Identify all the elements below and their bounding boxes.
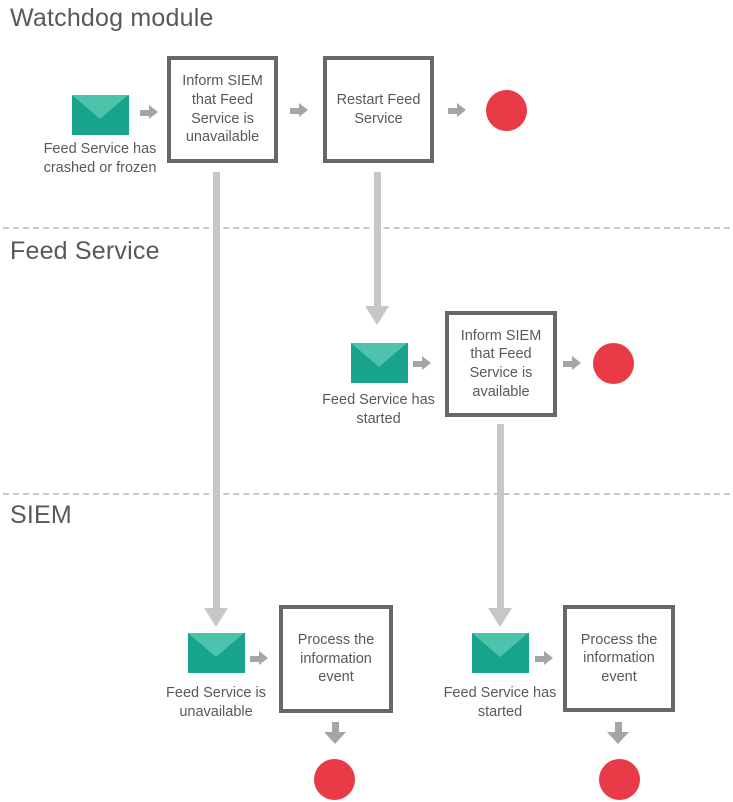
arrow-right-icon <box>413 356 431 371</box>
end-event-circle-watchdog <box>486 90 527 131</box>
task-box-process-event-2: Process the information event <box>563 605 675 712</box>
arrow-down-icon-unavailable-to-siem <box>204 172 229 627</box>
event-label-crashed: Feed Service has crashed or frozen <box>43 141 157 176</box>
end-event-circle-siem-1 <box>314 759 355 800</box>
envelope-flap <box>472 633 528 657</box>
arrow-head <box>259 651 268 665</box>
envelope-icon-started-event-siem <box>472 633 529 673</box>
arrow-shaft <box>332 722 339 732</box>
envelope-icon-crashed-event <box>72 95 129 135</box>
arrow-right-icon <box>563 356 581 371</box>
arrow-shaft <box>535 655 544 662</box>
arrow-head <box>572 356 581 370</box>
arrow-right-icon <box>535 651 553 666</box>
arrow-head <box>457 103 466 117</box>
arrow-shaft <box>374 172 381 306</box>
arrow-down-icon-available-to-siem <box>488 424 513 627</box>
arrow-head <box>365 306 389 325</box>
task-box-process-event-1: Process the information event <box>279 605 393 713</box>
arrow-head <box>544 651 553 665</box>
envelope-flap <box>351 343 407 367</box>
arrow-head <box>422 356 431 370</box>
arrow-down-icon-restart-to-feed-service <box>365 172 390 325</box>
event-label-started-siem: Feed Service has started <box>443 685 557 720</box>
arrow-right-icon <box>290 103 308 118</box>
arrow-down-icon-process2-to-end <box>607 722 630 744</box>
arrow-down-icon-process1-to-end <box>324 722 347 744</box>
envelope-icon-unavailable-event-siem <box>188 633 245 673</box>
arrow-head <box>299 103 308 117</box>
arrow-head <box>149 105 158 119</box>
task-box-inform-siem-unavailable: Inform SIEM that Feed Service is unavail… <box>167 56 278 163</box>
task-label: Restart Feed Service <box>336 91 421 127</box>
arrow-shaft <box>290 107 299 114</box>
arrow-right-icon <box>140 105 158 120</box>
arrow-shaft <box>615 722 622 732</box>
arrow-shaft <box>497 424 504 608</box>
arrow-shaft <box>140 109 149 116</box>
envelope-flap <box>72 95 128 119</box>
task-label: Process the information event <box>580 631 658 685</box>
lane-title-feed-service: Feed Service <box>10 237 160 265</box>
task-box-inform-siem-available: Inform SIEM that Feed Service is availab… <box>445 311 557 417</box>
arrow-shaft <box>413 360 422 367</box>
event-label-started-feed-service: Feed Service has started <box>322 392 435 427</box>
lane-separator-1 <box>3 227 730 229</box>
envelope-flap <box>188 633 244 657</box>
task-box-restart-feed-service: Restart Feed Service <box>323 56 434 163</box>
end-event-circle-feed-service <box>593 343 634 384</box>
end-event-circle-siem-2 <box>599 759 640 800</box>
arrow-shaft <box>448 107 457 114</box>
arrow-right-icon <box>448 103 466 118</box>
lane-title-watchdog-module: Watchdog module <box>10 4 214 32</box>
envelope-icon-started-event-feed-service <box>351 343 408 383</box>
arrow-shaft <box>213 172 220 608</box>
event-label-unavailable-siem: Feed Service is unavailable <box>166 685 266 720</box>
arrow-shaft <box>250 655 259 662</box>
arrow-head <box>324 732 346 744</box>
arrow-head <box>607 732 629 744</box>
arrow-shaft <box>563 360 572 367</box>
lane-separator-2 <box>3 493 730 495</box>
task-label: Inform SIEM that Feed Service is availab… <box>460 327 542 400</box>
arrow-head <box>204 608 228 627</box>
arrow-head <box>488 608 512 627</box>
task-label: Process the information event <box>297 632 375 686</box>
lane-title-siem: SIEM <box>10 501 72 529</box>
arrow-right-icon <box>250 651 268 666</box>
task-label: Inform SIEM that Feed Service is unavail… <box>182 73 263 146</box>
